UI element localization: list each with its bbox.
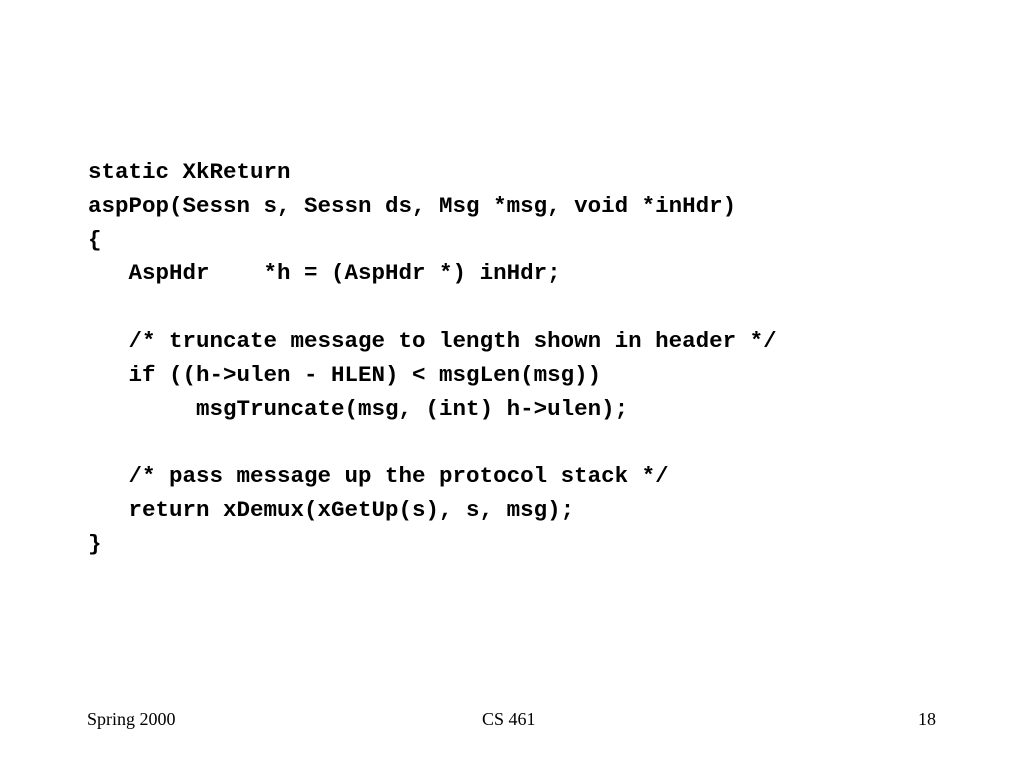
code-line (88, 291, 777, 325)
code-line: aspPop(Sessn s, Sessn ds, Msg *msg, void… (88, 192, 737, 219)
code-line (88, 426, 777, 460)
code-line: { (88, 226, 102, 253)
footer-course: CS 461 (482, 709, 536, 729)
code-line: /* truncate message to length shown in h… (88, 327, 777, 354)
code-line: static XkReturn (88, 159, 291, 185)
footer-date: Spring 2000 (87, 709, 176, 729)
slide-number: 18 (918, 709, 936, 729)
code-line: /* pass message up the protocol stack */ (88, 463, 669, 490)
code-line: if ((h->ulen - HLEN) < msgLen(msg)) (88, 361, 602, 388)
code-line: } (88, 530, 102, 557)
code-line: msgTruncate(msg, (int) h->ulen); (88, 395, 629, 422)
code-listing: static XkReturn aspPop(Sessn s, Sessn ds… (88, 156, 777, 562)
code-line: AspHdr *h = (AspHdr *) inHdr; (88, 260, 561, 287)
code-line: return xDemux(xGetUp(s), s, msg); (88, 496, 575, 523)
